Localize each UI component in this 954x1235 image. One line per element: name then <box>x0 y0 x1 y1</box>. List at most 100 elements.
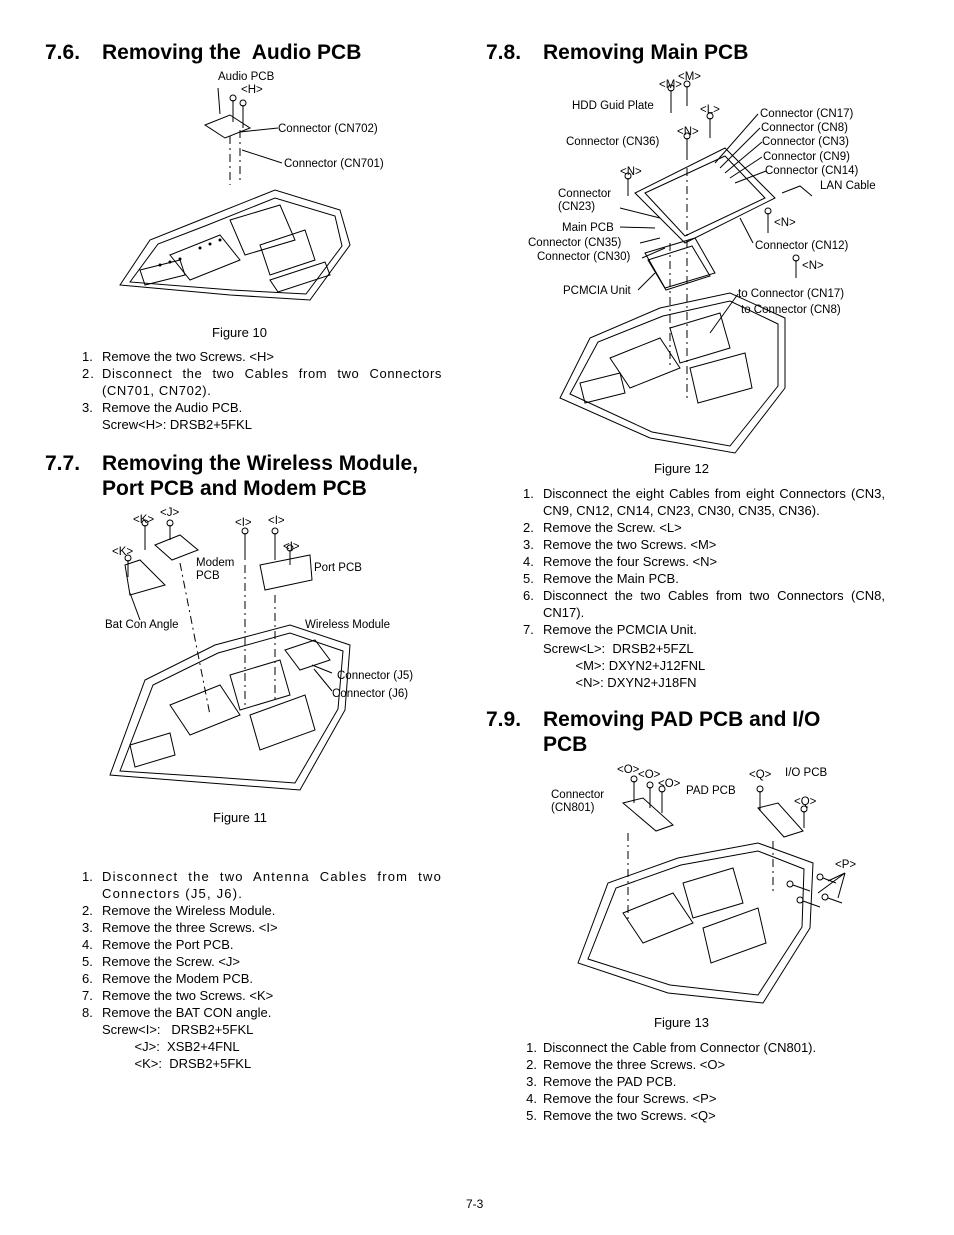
main-pcb-exploded-view <box>559 80 813 454</box>
list-item: 7.Remove the two Screws. <K> <box>82 988 274 1003</box>
list-item: 5.Remove the Main PCB. <box>523 571 679 586</box>
list-item: 8.Remove the BAT CON angle. <box>82 1005 272 1020</box>
screw-q-label-2: <Q> <box>794 796 817 808</box>
figure-10-screw-spec: Screw<H>: DRSB2+5FKL <box>102 417 252 432</box>
wireless-module-label: Wireless Module <box>305 619 390 631</box>
screw-n-label-1: <N> <box>677 126 699 138</box>
screw-i-label-3: <I> <box>283 541 300 553</box>
section-title-line1: Removing PAD PCB and I/O <box>543 708 821 731</box>
connector-cn801-label: Connector (CN801) <box>551 789 605 814</box>
section-title-line2: Port PCB and Modem PCB <box>102 477 367 500</box>
screw-k-label-2: <K> <box>112 546 134 558</box>
screw-p-label: <P> <box>835 859 857 871</box>
screw-n-label-4: <N> <box>802 260 824 272</box>
pad-io-pcb-exploded-view <box>577 775 846 1004</box>
list-item: 1.Disconnect the two Antenna Cables from… <box>82 869 442 901</box>
section-title-line2: PCB <box>543 733 588 756</box>
list-item: 4.Remove the Port PCB. <box>82 937 234 952</box>
figure-10-steps: 1.Remove the two Screws. <H> 2.Disconnec… <box>82 348 442 416</box>
connector-cn12-label: Connector (CN12) <box>755 240 849 252</box>
figure-13-steps: 1.Disconnect the Cable from Connector (C… <box>523 1039 885 1124</box>
section-7-9-heading: 7.9. Removing PAD PCB and I/O PCB <box>486 707 906 757</box>
list-item: 1.Disconnect the eight Cables from eight… <box>523 486 885 518</box>
list-item: 2.Remove the Wireless Module. <box>82 903 276 918</box>
screw-o-label-3: <O> <box>658 778 681 790</box>
list-item: 7.Remove the PCMCIA Unit. <box>523 622 697 637</box>
connector-cn3-label: Connector (CN3) <box>762 136 849 148</box>
section-number: 7.9. <box>486 708 522 731</box>
hdd-guide-plate-label: HDD Guid Plate <box>572 100 654 112</box>
list-item: 6.Disconnect the two Cables from two Con… <box>523 588 885 620</box>
section-number: 7.8. <box>486 41 522 64</box>
to-connector-cn17-label: to Connector (CN17) <box>738 288 845 300</box>
modem-pcb-label: Modem PCB <box>196 557 235 582</box>
screw-l-label: <L> <box>700 104 720 116</box>
section-title-line1: Removing the Wireless Module, <box>102 452 419 475</box>
section-7-7-heading: 7.7.Removing the Wireless Module, Port P… <box>45 451 485 501</box>
figure-11-screw-spec: Screw<I>: DRSB2+5FKL <J>: XSB2+4FNL <K>:… <box>102 1022 254 1071</box>
lan-cable-label: LAN Cable <box>820 180 876 192</box>
bat-con-angle-label: Bat Con Angle <box>105 619 179 631</box>
figure-13-diagram: <O> <O> <O> Connector (CN801) PAD PCB <Q… <box>548 763 868 1013</box>
figure-10-caption: Figure 10 <box>212 325 267 340</box>
figure-12-screw-spec: Screw<L>: DRSB2+5FZL <M>: DXYN2+J12FNL <… <box>543 641 706 690</box>
list-item: 1.Disconnect the Cable from Connector (C… <box>526 1040 817 1055</box>
section-7-6-heading: 7.6. Removing the Audio PCB <box>45 40 465 65</box>
screw-i-label-2: <I> <box>268 515 285 527</box>
section-number: 7.6. <box>45 41 81 64</box>
screw-m-label-1: <M> <box>659 79 683 91</box>
list-item: 6.Remove the Modem PCB. <box>82 971 254 986</box>
list-item: 1.Remove the two Screws. <H> <box>82 349 274 364</box>
audio-pcb-label: Audio PCB <box>218 71 275 83</box>
list-item: 2.Remove the three Screws. <O> <box>526 1057 726 1072</box>
list-item: 3.Remove the PAD PCB. <box>526 1074 677 1089</box>
figure-11-steps: 1.Disconnect the two Antenna Cables from… <box>82 868 442 1021</box>
to-connector-cn8-label: to Connector (CN8) <box>741 304 841 316</box>
connector-cn35-label: Connector (CN35) <box>528 237 622 249</box>
list-item: 4.Remove the four Screws. <P> <box>526 1091 717 1106</box>
figure-10-diagram: Audio PCB <H> Connector (CN702) Connecto… <box>110 70 460 320</box>
screw-k-label-1: <K> <box>133 514 155 526</box>
main-pcb-label: Main PCB <box>562 222 614 234</box>
connector-cn8-label: Connector (CN8) <box>761 122 848 134</box>
list-item: 5.Remove the two Screws. <Q> <box>526 1108 716 1123</box>
connector-cn702-label: Connector (CN702) <box>278 123 378 135</box>
list-item: 3.Remove the three Screws. <I> <box>82 920 278 935</box>
screw-o-label-2: <O> <box>638 769 661 781</box>
figure-12-diagram: <M> <M> HDD Guid Plate <L> <N> Connector… <box>520 68 890 458</box>
section-title: Removing the Audio PCB <box>102 41 362 64</box>
connector-j5-label: Connector (J5) <box>337 670 414 682</box>
list-item: 5.Remove the Screw. <J> <box>82 954 241 969</box>
connector-cn14-label: Connector (CN14) <box>765 165 859 177</box>
list-item: 4.Remove the four Screws. <N> <box>523 554 718 569</box>
screw-q-label-1: <Q> <box>749 769 772 781</box>
connector-j6-label: Connector (J6) <box>332 688 409 700</box>
list-item: 2.Disconnect the two Cables from two Con… <box>82 366 442 398</box>
figure-12-steps: 1.Disconnect the eight Cables from eight… <box>523 485 885 638</box>
figure-13-caption: Figure 13 <box>654 1015 709 1030</box>
screw-n-label-3: <N> <box>774 217 796 229</box>
section-7-8-heading: 7.8. Removing Main PCB <box>486 40 906 65</box>
pad-pcb-label: PAD PCB <box>686 785 736 797</box>
screw-m-label-2: <M> <box>678 71 702 83</box>
page-number: 7-3 <box>466 1197 484 1211</box>
pcmcia-unit-label: PCMCIA Unit <box>563 285 631 297</box>
screw-o-label-1: <O> <box>617 764 640 776</box>
wireless-modem-port-exploded-view <box>109 519 351 791</box>
list-item: 3.Remove the two Screws. <M> <box>523 537 717 552</box>
screw-n-label-2: <N> <box>620 166 642 178</box>
io-pcb-label: I/O PCB <box>785 767 828 779</box>
connector-cn36-label: Connector (CN36) <box>566 136 660 148</box>
list-item: 3.Remove the Audio PCB. <box>82 400 243 415</box>
connector-cn701-label: Connector (CN701) <box>284 158 384 170</box>
list-item: 2.Remove the Screw. <L> <box>523 520 682 535</box>
connector-cn9-label: Connector (CN9) <box>763 151 850 163</box>
screw-i-label-1: <I> <box>235 517 252 529</box>
audio-pcb-exploded-view <box>119 87 351 301</box>
section-title: Removing Main PCB <box>543 41 749 64</box>
screw-h-label: <H> <box>241 84 263 96</box>
screw-j-label: <J> <box>160 507 180 519</box>
port-pcb-label: Port PCB <box>314 562 362 574</box>
connector-cn17-label: Connector (CN17) <box>760 108 854 120</box>
connector-cn23-label: Connector (CN23) <box>558 188 612 213</box>
